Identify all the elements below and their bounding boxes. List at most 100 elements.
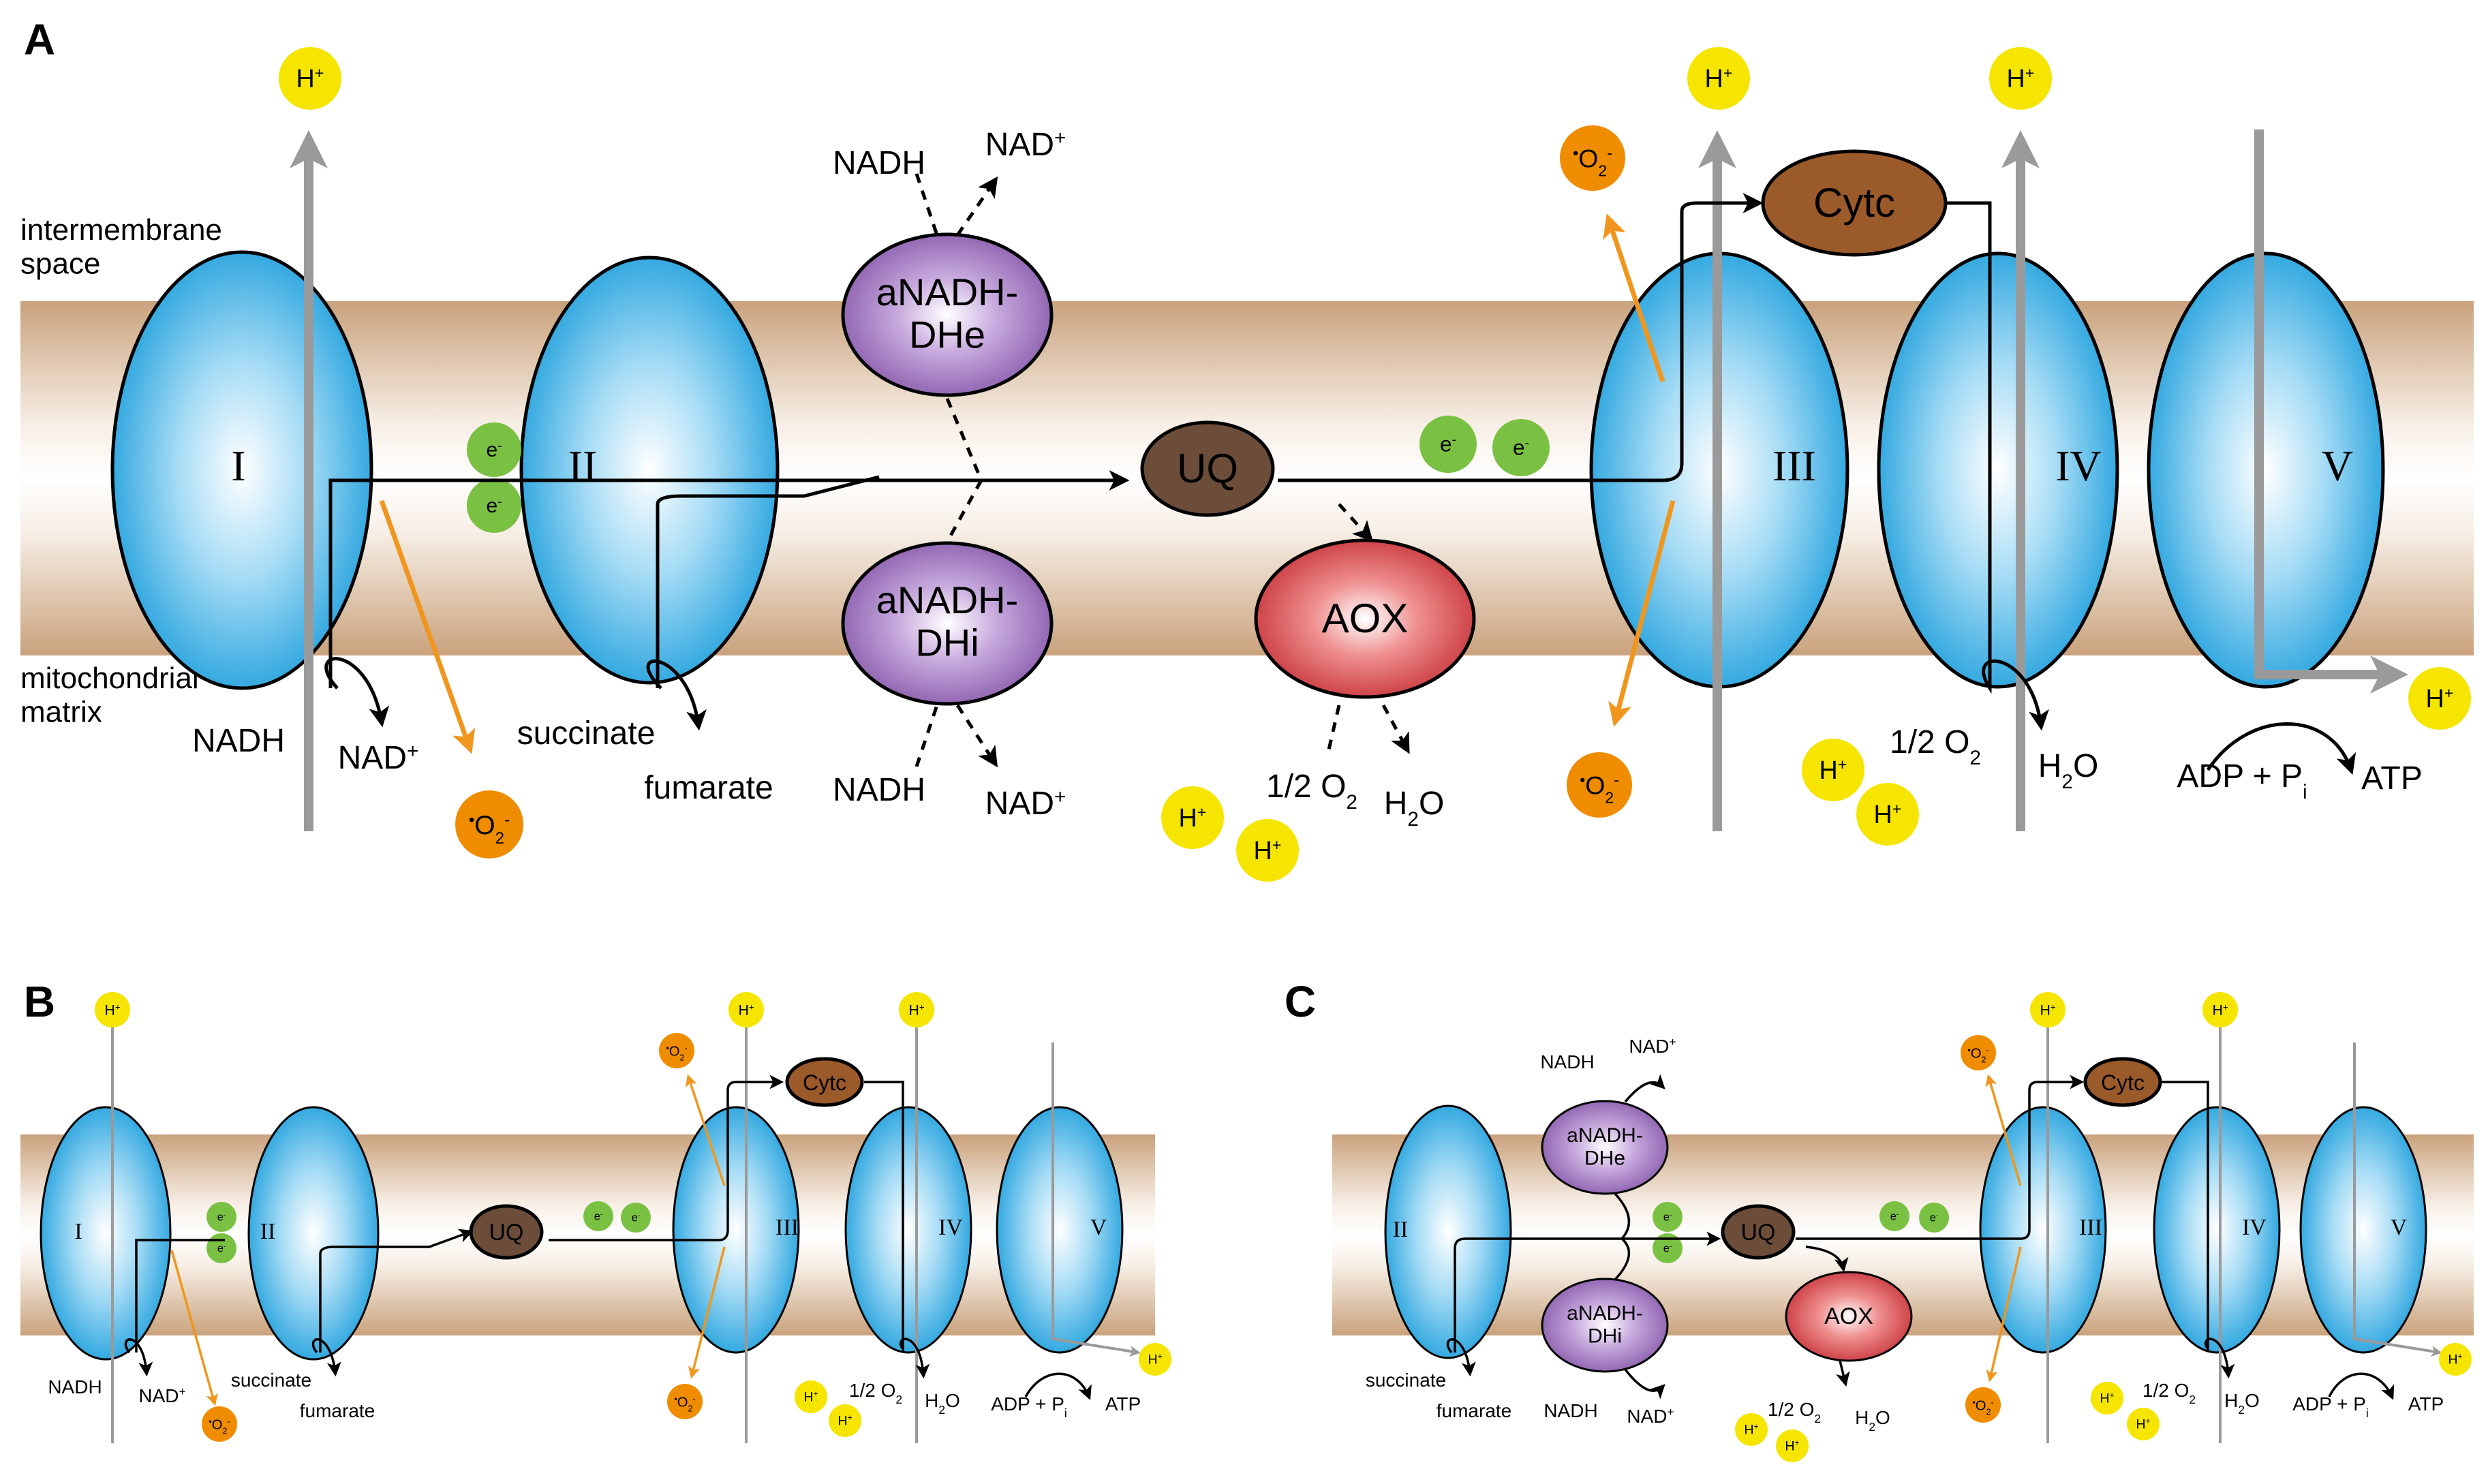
atp-label-b: ATP [1105, 1393, 1141, 1415]
aox-o2-dash [1327, 705, 1341, 750]
electron-label: e- [1663, 1211, 1672, 1224]
atp-label-c: ATP [2408, 1393, 2444, 1415]
electron-circle [1419, 416, 1477, 473]
proton-b-5: H+ [795, 1380, 827, 1413]
proton-b-4: H+ [1139, 1343, 1171, 1376]
proton-b-6: H+ [829, 1404, 861, 1437]
electron-label: e- [1440, 432, 1456, 457]
complex-v-proton-path-b [1051, 1042, 1141, 1357]
proton-label: H+ [2040, 1002, 2055, 1019]
aox-h2o: H2O [1384, 786, 1445, 831]
complex-v-c [2299, 1106, 2427, 1354]
cytochrome-c-c [2083, 1057, 2162, 1107]
proton-complex-iv-2: H+ [1856, 783, 1919, 846]
ros-arrow-b-3 [170, 1250, 218, 1406]
complex-iv-label: IV [2055, 442, 2102, 490]
proton-c-6: H+ [1735, 1413, 1768, 1446]
aox-half-o2-c: 1/2 O2 [1768, 1399, 1821, 1425]
proton-circle [1687, 47, 1750, 110]
complex-iv-h2o-b: H2O [925, 1390, 960, 1417]
proton-label: H+ [1254, 836, 1282, 865]
aox-c [1785, 1271, 1913, 1362]
anadh-dhi [841, 541, 1054, 706]
proton-c-5: H+ [2127, 1408, 2160, 1440]
superoxide-b-3: •O2- [202, 1406, 237, 1442]
proton-label: H+ [2448, 1352, 2462, 1367]
succinate-label-c: succinate [1366, 1370, 1446, 1391]
proton-circle [899, 992, 934, 1027]
electron-b-4: e- [621, 1203, 651, 1233]
electron-label: e- [487, 494, 502, 518]
dhi-nad-out [955, 704, 998, 768]
electron-circle [621, 1203, 651, 1233]
complex-i-nadh: NADH [192, 723, 285, 759]
atp-synthase-arrow-c [2328, 1372, 2395, 1400]
electron-label: e- [1513, 435, 1529, 460]
dhe-nad-c: NAD+ [1629, 1035, 1676, 1057]
superoxide-b-2: •O2- [667, 1384, 703, 1419]
complex-v-proton-path-c [2353, 1042, 2442, 1357]
uq-to-cytc-path [1278, 193, 1764, 482]
electron-b-1: e- [206, 1202, 236, 1232]
proton-circle [1161, 786, 1224, 849]
complex-ii [519, 256, 780, 685]
electron-4: e- [1492, 419, 1550, 476]
atp-synthase-arrow-b [1024, 1372, 1092, 1400]
aox-h2o-c: H2O [1855, 1407, 1890, 1434]
complex-iii-label-c: III [2079, 1215, 2102, 1240]
complex-iv-half-o2-c: 1/2 O2 [2143, 1380, 2196, 1406]
dhi-nad-c: NAD+ [1627, 1405, 1674, 1427]
proton-complex-v-out: H+ [2408, 667, 2471, 730]
ros-arrow-up [1603, 213, 1665, 383]
complex-v-b [996, 1106, 1124, 1354]
complex-iv-label-b: IV [938, 1215, 963, 1240]
proton-label: H+ [838, 1413, 852, 1429]
proton-c-3: H+ [2439, 1343, 2472, 1376]
superoxide-label: •O2- [1573, 144, 1612, 179]
complex-i-electron-path-b [135, 1239, 225, 1352]
adp-pi-label-b: ADP + Pi [991, 1393, 1067, 1420]
complex-v-proton-path [2254, 129, 2408, 694]
atp-synthase-arrow [2206, 722, 2356, 775]
complex-iii-c [1979, 1106, 2107, 1354]
cytc-to-iv-path [1947, 201, 2049, 731]
proton-circle [95, 992, 130, 1027]
electron-label: e- [1663, 1243, 1672, 1255]
anadh-dhi-label: aNADH-DHi [876, 578, 1018, 664]
anadh-dhe [841, 232, 1054, 397]
dhe-nad-out [955, 176, 998, 236]
complex-ii-hook-c [1446, 1338, 1476, 1377]
complex-iii-label: III [1772, 442, 1816, 490]
dhi-nadh: NADH [833, 772, 925, 808]
proton-label: H+ [2007, 64, 2035, 93]
complex-iv-half-o2-b: 1/2 O2 [849, 1380, 902, 1406]
cytochrome-c-label-b: Cytc [803, 1070, 846, 1095]
ubiquinone-label-c: UQ [1741, 1220, 1776, 1246]
complex-ii-electron-path [656, 475, 880, 688]
membrane-band-b [20, 1134, 1155, 1335]
superoxide-circle [659, 1033, 694, 1068]
superoxide-circle [1560, 125, 1625, 191]
complex-iv-label-c: IV [2242, 1215, 2267, 1240]
uq-to-aox-dash [1338, 503, 1374, 542]
proton-circle [2030, 992, 2065, 1027]
electron-c-3: e- [1879, 1201, 1909, 1231]
electron-label: e- [1930, 1212, 1939, 1224]
electron-circle [1492, 419, 1550, 476]
panel-label-a: A [24, 15, 55, 64]
complex-iv-b [844, 1106, 972, 1354]
superoxide-label: •O2- [209, 1417, 230, 1436]
dhe-nad: NAD+ [985, 127, 1066, 164]
superoxide-label: •O2- [1580, 771, 1619, 806]
ros-arrow-b-1 [686, 1074, 726, 1186]
superoxide-circle [1567, 752, 1632, 818]
complex-ii-electron-path-b [319, 1228, 474, 1352]
electron-circle [467, 478, 521, 533]
electron-b-2: e- [206, 1233, 236, 1263]
anadh-dhe-label-c: aNADH-DHe [1567, 1124, 1643, 1170]
